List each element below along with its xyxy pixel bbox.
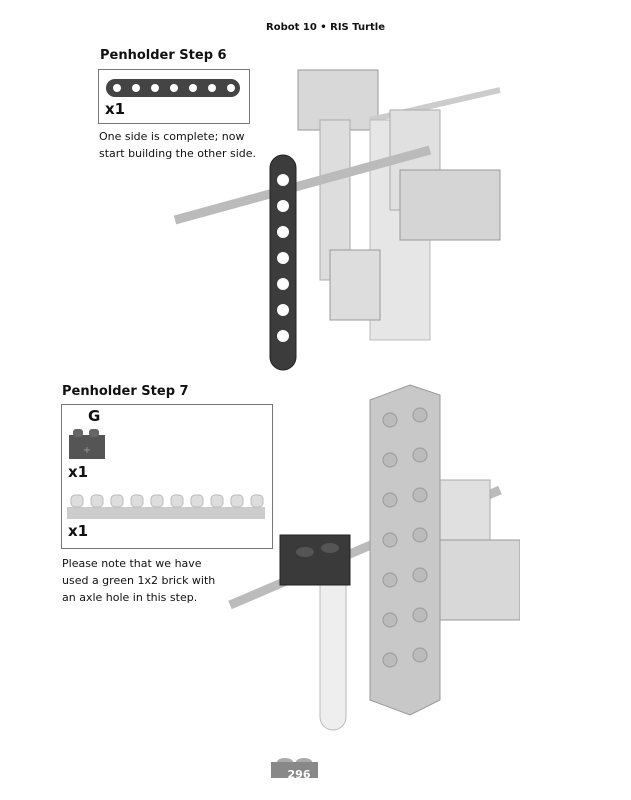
note-line: start building the other side. [99,147,257,160]
note-line: an axle hole in this step. [62,591,198,604]
step-7-parts-box: G + x1 x1 [61,404,273,549]
page-number-plate-icon [271,758,318,778]
step-6-title: Penholder Step 6 [100,48,227,63]
running-header: Robot 10 • RIS Turtle [266,22,385,33]
svg-text:+: + [83,445,91,456]
color-code-label: G [88,407,101,425]
step-7-model-illustration [228,384,520,731]
part-quantity: x1 [68,463,89,481]
note-line: One side is complete; now [99,130,245,143]
note-line: used a green 1x2 brick with [62,574,216,587]
step-6-model-illustration [173,69,501,371]
note-line: Please note that we have [62,557,202,570]
page-number: 296 [287,768,311,781]
beam-7-part [106,79,240,97]
step-7-title: Penholder Step 7 [62,384,189,399]
green-brick-part: + [69,429,105,459]
plate-1x10-part [67,494,265,519]
step-6-parts-box: x1 [98,69,250,124]
step-6-note: One side is complete; now start building… [99,128,256,162]
part-quantity: x1 [105,100,126,118]
part-quantity: x1 [68,522,89,540]
step-7-note: Please note that we have used a green 1x… [62,555,215,606]
